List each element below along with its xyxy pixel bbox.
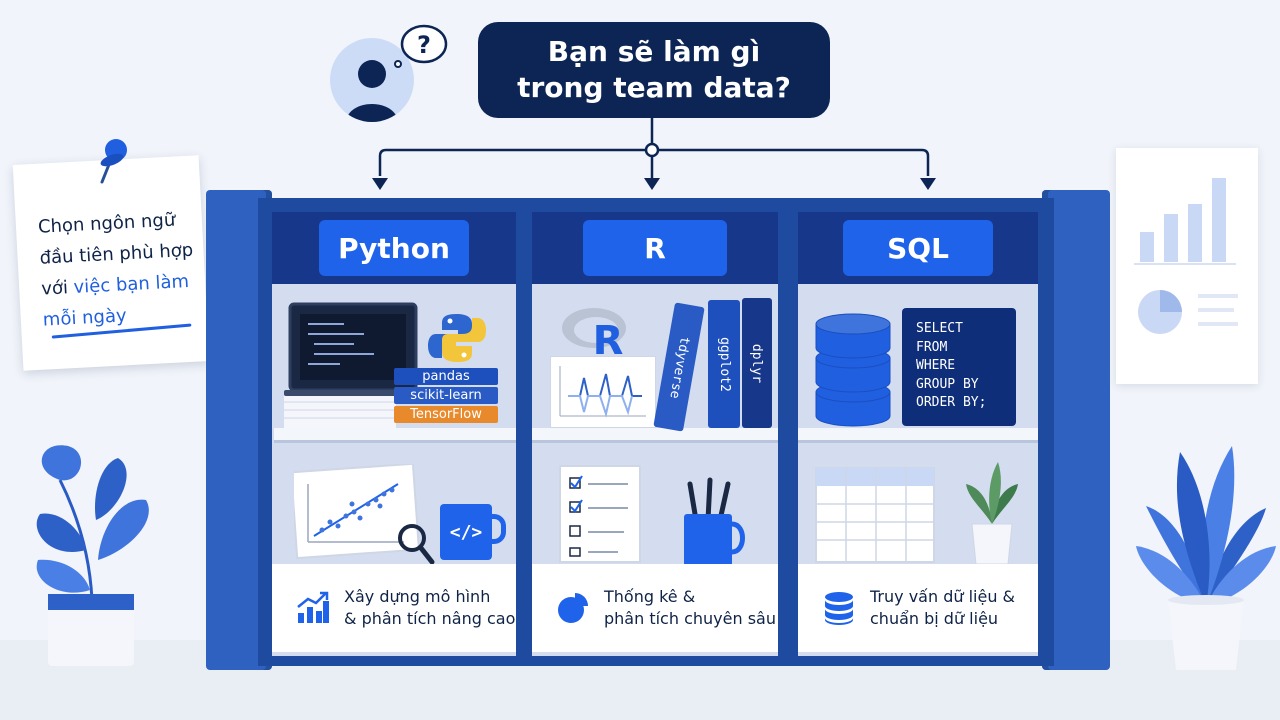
connector-arrows	[372, 116, 936, 190]
caption-r: Thống kê & phân tích chuyên sâu	[532, 564, 778, 652]
plant-right	[1136, 446, 1276, 670]
question-bubble: Bạn sẽ làm gì trong team data?	[478, 22, 830, 118]
code-mug-icon: </>	[440, 504, 492, 560]
density-chart-icon	[550, 356, 656, 428]
python-label-button[interactable]: Python	[319, 220, 469, 276]
book-tensorflow: TensorFlow	[394, 406, 498, 423]
shelf-python	[274, 428, 516, 440]
shelf-r	[532, 428, 778, 440]
code-mug-label: </>	[449, 521, 483, 543]
caption-r-line-2: phân tích chuyên sâu	[604, 609, 776, 628]
caption-sql-text: Truy vấn dữ liệu & chuẩn bị dữ liệu	[870, 586, 1015, 630]
spreadsheet-icon	[815, 467, 935, 563]
pen-cup-icon	[684, 477, 745, 566]
database-icon	[825, 592, 853, 625]
book-tdyverse-label: tdyverse	[666, 334, 692, 400]
sql-keywords-card: SELECT FROM WHERE GROUP BY ORDER BY;	[902, 308, 1016, 426]
r-logo-icon: R	[562, 308, 626, 358]
laptop-icon	[284, 302, 420, 428]
book-scikit-learn: scikit-learn	[394, 387, 498, 404]
python-logo-icon	[428, 314, 486, 362]
caption-sql-line-1: Truy vấn dữ liệu &	[870, 587, 1016, 606]
book-dplyr: dplyr	[742, 298, 772, 428]
sql-where: WHERE	[916, 358, 956, 373]
code-mug-handle	[488, 514, 506, 544]
wall-poster	[1116, 148, 1258, 384]
python-book-stack: pandas scikit-learn TensorFlow	[394, 368, 498, 423]
note-line-3-plain: với	[40, 277, 75, 300]
sql-from: FROM	[916, 339, 948, 355]
sql-select: SELECT	[916, 321, 963, 336]
sql-order-by: ORDER BY;	[916, 395, 987, 410]
sql-group-by: GROUP BY	[916, 376, 979, 392]
bar-chart-up-icon	[297, 591, 329, 623]
thought-bubble-icon: ?	[394, 24, 448, 68]
plant-left	[36, 445, 149, 666]
sql-label-button[interactable]: SQL	[843, 220, 993, 276]
magnifier-icon	[398, 524, 435, 565]
book-ggplot2: ggplot2	[708, 300, 740, 428]
r-label-button[interactable]: R	[583, 220, 727, 276]
compartment-sql-header: SQL	[798, 212, 1038, 284]
caption-sql-line-2: chuẩn bị dữ liệu	[870, 609, 999, 628]
caption-python-line-2: & phân tích nâng cao	[344, 609, 516, 628]
scatter-board-icon	[294, 464, 420, 560]
caption-python-text: Xây dựng mô hình & phân tích nâng cao	[344, 586, 515, 630]
avatar	[330, 38, 414, 122]
caption-r-line-1: Thống kê &	[604, 587, 696, 606]
book-dplyr-label: dplyr	[749, 343, 765, 383]
caption-r-text: Thống kê & phân tích chuyên sâu	[604, 586, 776, 630]
question-line-1: Bạn sẽ làm gì	[547, 35, 761, 68]
sticky-note: Chọn ngôn ngữ đầu tiên phù hợp với việc …	[12, 155, 210, 371]
caption-sql: Truy vấn dữ liệu & chuẩn bị dữ liệu	[798, 564, 1038, 652]
book-pandas: pandas	[394, 368, 498, 385]
pie-chart-icon	[558, 593, 588, 623]
database-stack-icon	[815, 313, 891, 427]
checklist-icon	[559, 465, 641, 563]
question-line-2: trong team data?	[517, 71, 791, 104]
note-line-3-highlight: việc bạn làm	[73, 270, 190, 298]
caption-python-line-1: Xây dựng mô hình	[344, 587, 491, 606]
compartment-r-header: R	[532, 212, 778, 284]
r-logo-letter: R	[593, 318, 624, 358]
shelf-sql	[798, 428, 1038, 440]
book-ggplot2-label: ggplot2	[716, 336, 732, 392]
pushpin-icon	[100, 139, 127, 184]
thought-question-mark: ?	[417, 31, 431, 59]
small-plant-icon	[966, 462, 1018, 565]
compartment-python-header: Python	[272, 212, 516, 284]
caption-python: Xây dựng mô hình & phân tích nâng cao	[272, 564, 516, 652]
